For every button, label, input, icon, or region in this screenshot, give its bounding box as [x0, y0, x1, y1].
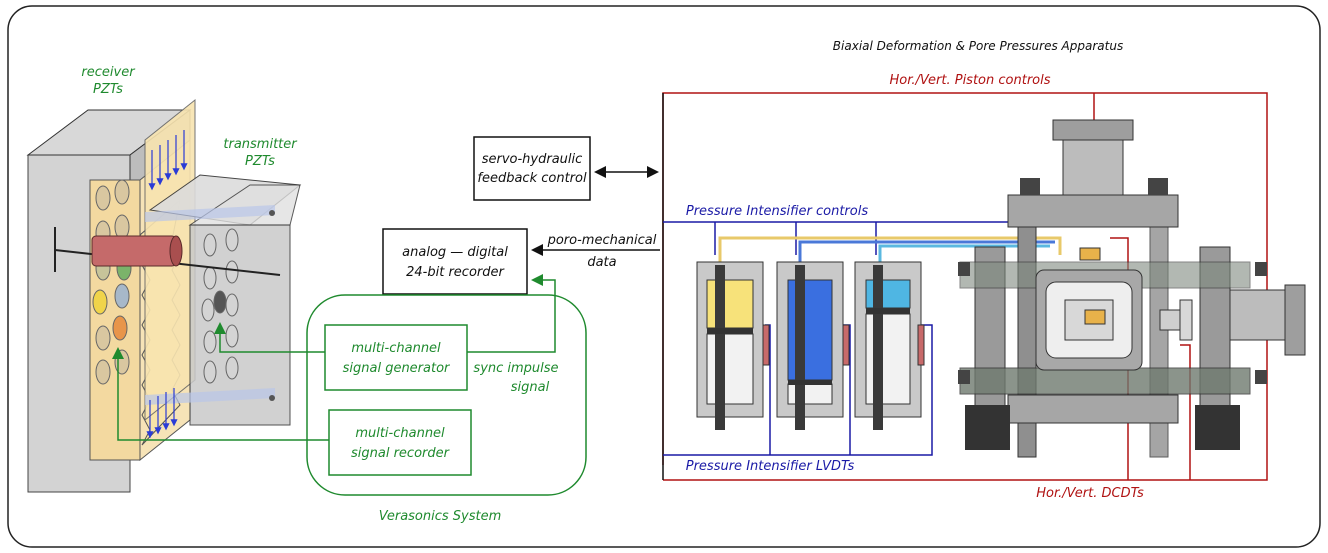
dcdts-label: Hor./Vert. DCDTs: [1036, 486, 1144, 501]
signal-recorder-label-1: multi-channel: [355, 426, 445, 441]
svg-text:PZTs: PZTs: [93, 82, 123, 97]
recorder-box: [382, 228, 528, 295]
sync-to-recorder-link: [467, 274, 556, 353]
receiver-pzts-label: receiver PZTs: [81, 65, 136, 97]
servo-control-label-1: servo-hydraulic: [482, 152, 583, 167]
signal-recorder-label-2: signal recorder: [351, 446, 451, 461]
intensifier-yellow: [696, 261, 770, 430]
intensifier-lvdts-label: Pressure Intensifier LVDTs: [686, 459, 855, 474]
recorder-label-2: 24-bit recorder: [406, 265, 505, 280]
biaxial-press: [958, 119, 1306, 458]
recorder-label-1: analog — digital: [402, 245, 508, 260]
apparatus-frame-lines: [662, 92, 1268, 481]
sample-assembly: [26, 98, 302, 493]
poro-data-label-1: poro-mechanical: [547, 233, 657, 248]
signal-recorder-box: [328, 409, 472, 476]
poro-data-label-2: data: [587, 255, 616, 270]
verasonics-label: Verasonics System: [379, 509, 502, 524]
piston-controls-label: Hor./Vert. Piston controls: [890, 73, 1051, 88]
generator-to-transmitter-link: [214, 322, 325, 353]
signal-generator-box: [324, 324, 468, 391]
sync-signal-label-1: sync impulse: [473, 361, 558, 376]
verasonics-system-box: [306, 294, 587, 496]
transmitter-pzts-label: transmitter PZTs: [223, 137, 298, 169]
fluid-lines: [718, 236, 1062, 262]
apparatus-title: Biaxial Deformation & Pore Pressures App…: [833, 39, 1123, 53]
signal-generator-label-2: signal generator: [343, 361, 451, 376]
sync-signal-label-2: signal: [511, 380, 550, 395]
intensifier-blue: [776, 261, 850, 430]
intensifier-cyan: [854, 261, 925, 430]
servo-control-box: [473, 136, 591, 201]
signal-generator-label-1: multi-channel: [351, 341, 441, 356]
svg-text:PZTs: PZTs: [245, 154, 275, 169]
intensifier-controls-label: Pressure Intensifier controls: [686, 204, 868, 219]
servo-control-label-2: feedback control: [477, 171, 587, 186]
svg-text:receiver: receiver: [81, 65, 136, 80]
receiver-to-recorder-link: [112, 347, 329, 441]
svg-text:transmitter: transmitter: [223, 137, 298, 152]
